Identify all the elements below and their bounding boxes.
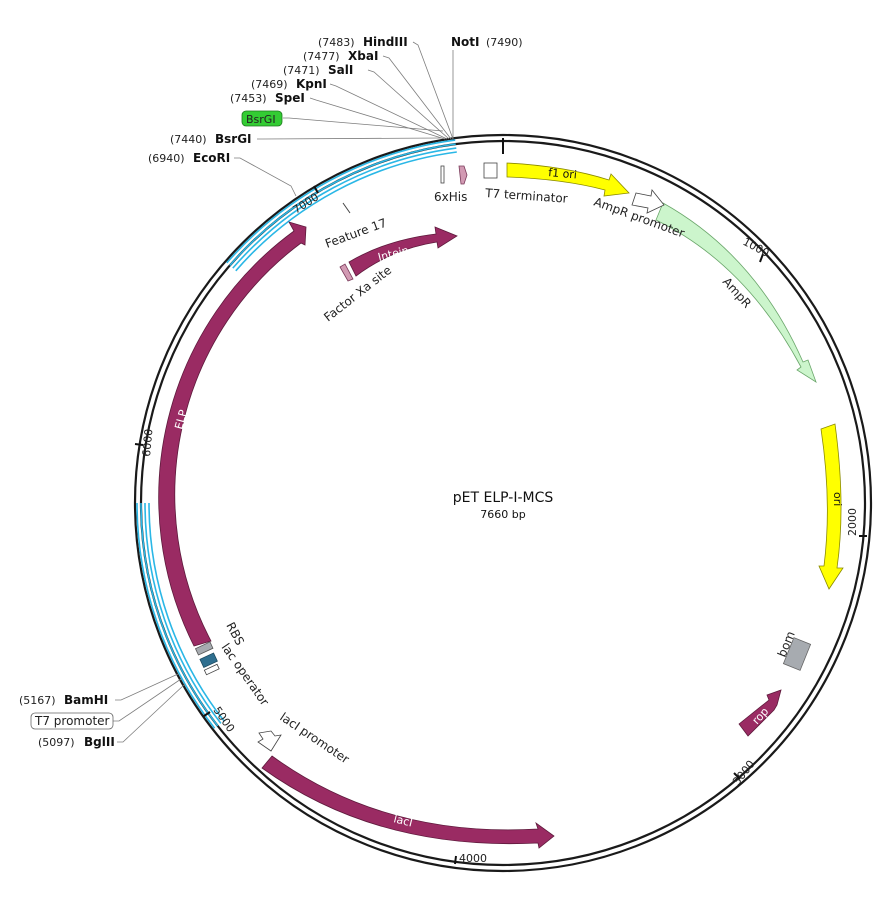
noti-name: NotI: [451, 35, 480, 49]
f1-ori-feature: f1 ori: [506, 162, 630, 197]
tick-label-1000: 1000: [741, 235, 772, 260]
tick-5000: [203, 711, 211, 717]
tick-7000: [313, 185, 319, 194]
factor-xa-mark: [339, 263, 354, 282]
rbs-box: [194, 641, 214, 656]
tick-label-2000: 2000: [846, 508, 859, 536]
sali-leader: [367, 69, 450, 140]
cyan-track-upper-1: [232, 147, 457, 269]
bglii-name: BglII: [84, 735, 115, 749]
f1-ori-arrow: [506, 162, 630, 197]
cyan-tracks: [136, 139, 457, 729]
rop-feature: rop: [738, 689, 782, 737]
t7-promoter-mark: [203, 663, 220, 676]
f1-ori-label: f1 ori: [548, 166, 578, 181]
kpni-name: KpnI: [296, 77, 327, 91]
t7-terminator-box: [483, 162, 498, 179]
feature17-label: Feature 17: [323, 216, 388, 251]
sali-position: (7471): [283, 64, 320, 77]
ecori-leader: [234, 157, 297, 197]
rop-arrow: [738, 689, 782, 737]
spei-name: SpeI: [275, 91, 305, 105]
noti-position: (7490): [486, 36, 523, 49]
his6-label: 6xHis: [434, 190, 467, 204]
kpni-position: (7469): [251, 78, 288, 91]
xbai-name: XbaI: [348, 49, 378, 63]
cyan-track-left-0: [148, 502, 225, 722]
ecori-name: EcoRI: [193, 151, 230, 165]
rbs-lacop-boxes: [194, 641, 220, 676]
tick-3000: [733, 772, 741, 780]
bamhi-leader: [115, 673, 179, 701]
bglii-leader: [117, 683, 186, 743]
cyan-track-left-2: [140, 502, 219, 727]
ori-label: ori: [831, 492, 844, 506]
laci-feature: lacI: [261, 755, 555, 849]
laci-arrow: [261, 755, 555, 849]
cyan-track-left-1: [144, 502, 222, 724]
bamhi-position: (5167): [19, 694, 56, 707]
lac-operator-box: [199, 652, 218, 669]
cyan-track-upper-2: [229, 143, 456, 267]
hindiii-name: HindIII: [363, 35, 408, 49]
t7-promoter-leader: [113, 678, 182, 722]
tick-1000: [759, 253, 764, 263]
sali-name: SalI: [328, 63, 353, 77]
hindiii-position: (7483): [318, 36, 355, 49]
mcs-leader-lines: [113, 41, 454, 743]
tick-6000: [134, 443, 144, 446]
his6-arrow: [458, 165, 468, 185]
elp-feature: ELP: [158, 221, 307, 647]
bsrgi-leader: [257, 137, 443, 140]
bom-box: [782, 637, 812, 671]
spei-position: (7453): [230, 92, 267, 105]
kpni-leader: [329, 83, 448, 140]
hindiii-leader: [412, 41, 454, 140]
cyan-track-upper-0: [235, 151, 457, 272]
backbone-outer-ring: [133, 133, 873, 873]
t7-promoter-label: T7 promoter: [34, 714, 110, 728]
tick-label-4000: 4000: [459, 852, 487, 865]
bsrgi-box-label: BsrGI: [246, 113, 276, 126]
bsrgi-box-leader: [283, 117, 444, 132]
elp-arrow: [158, 221, 307, 647]
lac-operator-label: lac operator: [219, 641, 272, 709]
laci-label: lacI: [392, 812, 414, 829]
laci-promoter-arrow: [257, 730, 282, 752]
plasmid-length: 7660 bp: [480, 508, 525, 521]
cyan-track-upper-3: [226, 139, 456, 264]
bsrgi-box: [241, 110, 283, 127]
tick-label-6000: 6000: [140, 428, 155, 457]
restriction-sites: (7483) HindIII (7477) XbaI (7471) SalI (…: [19, 35, 523, 749]
ori-arrow: [818, 423, 844, 590]
bamhi-name: BamHI: [64, 693, 108, 707]
spei-leader: [309, 97, 446, 140]
xbai-leader: [382, 55, 452, 140]
ori-feature: ori: [818, 423, 844, 590]
xbai-position: (7477): [303, 50, 340, 63]
plasmid-title: pET ELP-I-MCS: [453, 490, 554, 506]
elp-label: ELP: [172, 408, 190, 431]
ecori-position: (6940): [148, 152, 185, 165]
laci-promoter-label: lacI promoter: [277, 710, 351, 767]
bglii-position: (5097): [38, 736, 75, 749]
bsrgi-name: BsrGI: [215, 132, 252, 146]
ampr-arrow: [655, 202, 817, 383]
ampr-promoter-arrow: [631, 189, 665, 214]
t7-terminator-label: T7 terminator: [484, 186, 568, 206]
cyan-track-left-3: [136, 502, 216, 729]
tick-4000: [454, 855, 457, 865]
bsrgi-position: (7440): [170, 133, 207, 146]
t7-promoter-box: [30, 712, 114, 730]
his6-mark: [440, 165, 445, 184]
intein-arrow: [348, 226, 458, 277]
tick-marks: [134, 138, 867, 865]
feature17-leader: [342, 202, 351, 214]
